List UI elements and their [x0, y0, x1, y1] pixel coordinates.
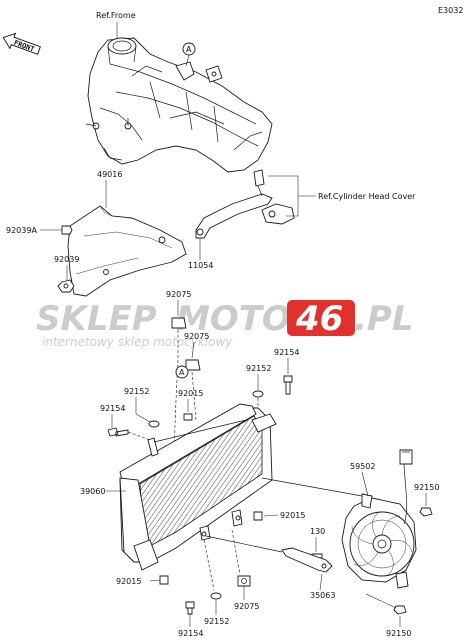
- clip-92015-bottom: [159, 575, 169, 585]
- watermark-brand-left: SKLEP: [36, 299, 157, 339]
- collar-92152-right: [252, 390, 264, 398]
- part-92150-top: 92150: [414, 483, 439, 492]
- part-92152-bottom: 92152: [204, 617, 229, 626]
- collar-92152-bottom: [210, 592, 222, 600]
- part-92154-bottom: 92154: [178, 629, 203, 638]
- part-39060: 39060: [80, 487, 105, 496]
- part-92075-bottom: 92075: [234, 602, 259, 611]
- fan-59502: [341, 449, 417, 589]
- marker-a-top-label: A: [186, 45, 192, 54]
- part-92152-right: 92152: [246, 364, 271, 373]
- clip-92015-mid: [183, 413, 193, 421]
- radiator-39060: [119, 403, 277, 571]
- bolt-92154-right: [283, 375, 293, 395]
- part-92075-top: 92075: [166, 290, 191, 299]
- grommet-92075-bottom: [237, 575, 251, 587]
- watermark: SKLEP MOTO 46 .PL internetowy sklep moto…: [36, 299, 414, 349]
- front-arrow-label: FRONT: [13, 39, 36, 54]
- part-92039a: 92039A: [6, 226, 37, 235]
- part-92075-mid: 92075: [184, 332, 209, 341]
- part-11054: 11054: [188, 261, 213, 270]
- part-92154-right: 92154: [274, 348, 299, 357]
- ref-frame-label: Ref.Frome: [96, 11, 136, 20]
- part-35063: 35063: [310, 591, 335, 600]
- part-59502: 59502: [350, 462, 375, 471]
- shroud-49016: [67, 205, 187, 297]
- part-92015-right: 92015: [280, 511, 305, 520]
- bracket-11054: [195, 169, 295, 239]
- marker-a-mid: [175, 365, 189, 379]
- bolt-92150-bottom: [393, 605, 407, 615]
- bracket-35063: [281, 547, 333, 573]
- bolt-92154-bottom: [185, 601, 195, 615]
- bolt-92154-left: [107, 427, 129, 437]
- frame-assembly: [85, 37, 273, 173]
- part-92015-mid: 92015: [178, 389, 203, 398]
- watermark-brand-number: 46: [295, 299, 343, 339]
- part-92154-left: 92154: [100, 404, 125, 413]
- part-130: 130: [310, 527, 325, 536]
- diagram-code: E3032: [438, 6, 463, 15]
- grommet-92075-mid: [185, 359, 201, 371]
- collar-92152-left: [148, 420, 160, 428]
- front-arrow: FRONT: [2, 32, 41, 55]
- ref-cylinder-label: Ref.Cylinder Head Cover: [318, 192, 416, 201]
- marker-a-mid-label: A: [179, 368, 185, 377]
- watermark-badge: [287, 300, 355, 336]
- bolt-92150-top: [419, 507, 433, 517]
- clip-92015-right: [253, 511, 263, 521]
- watermark-tagline: internetowy sklep motocyklowy: [42, 335, 233, 349]
- part-49016: 49016: [97, 170, 122, 179]
- part-92039: 92039: [54, 255, 79, 264]
- ref-cylinder-bracket: [268, 175, 316, 217]
- grommet-92075-top: [171, 317, 187, 329]
- watermark-brand-mid: MOTO: [176, 299, 291, 339]
- part-92152-left: 92152: [124, 387, 149, 396]
- watermark-brand-right: .PL: [354, 299, 414, 339]
- part-92015-bottom: 92015: [116, 577, 141, 586]
- part-92150-bottom: 92150: [386, 629, 411, 638]
- clip-92039a: [61, 225, 73, 235]
